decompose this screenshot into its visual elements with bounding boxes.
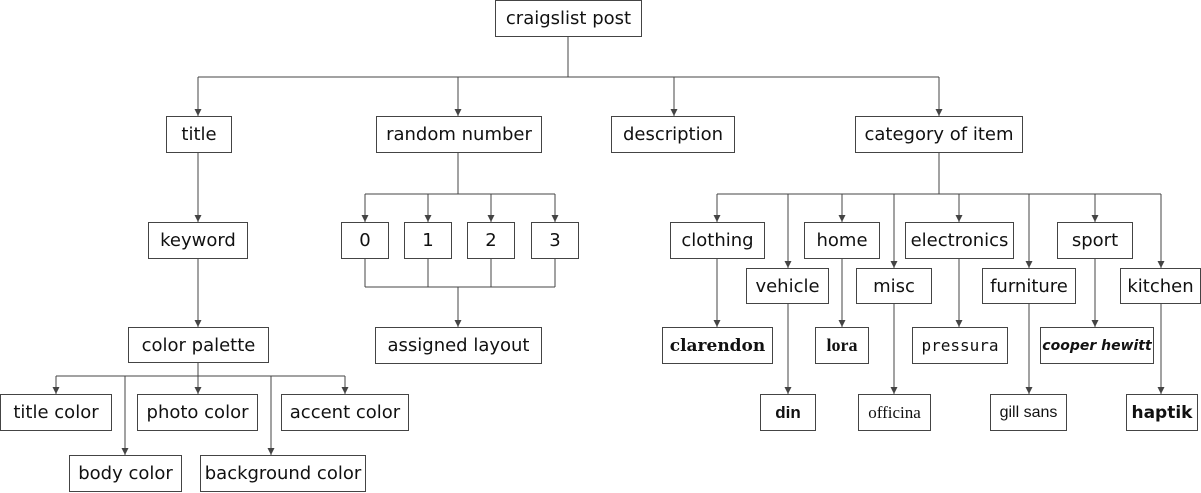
node-accent-color: accent color xyxy=(281,394,409,431)
node-label: gill sans xyxy=(999,403,1058,421)
node-label: 2 xyxy=(485,230,497,251)
node-label: craigslist post xyxy=(505,8,632,29)
edge-numbers-merge xyxy=(364,259,556,288)
node-font-haptik: haptik xyxy=(1126,394,1198,431)
node-label: pressura xyxy=(921,336,999,355)
node-label: vehicle xyxy=(755,275,820,297)
node-label: misc xyxy=(873,275,915,297)
node-label: assigned layout xyxy=(387,335,530,356)
node-number-3: 3 xyxy=(531,222,579,259)
node-kitchen: kitchen xyxy=(1120,268,1201,304)
node-craigslist-post: craigslist post xyxy=(495,0,642,37)
node-label: 1 xyxy=(422,230,434,251)
node-number-1: 1 xyxy=(404,222,452,259)
node-font-din: din xyxy=(760,394,816,431)
node-label: keyword xyxy=(160,230,236,251)
node-misc: misc xyxy=(856,268,932,304)
node-font-pressura: pressura xyxy=(912,327,1008,364)
node-background-color: background color xyxy=(200,455,366,492)
node-label: body color xyxy=(78,463,173,484)
node-font-lora: lora xyxy=(815,327,869,364)
node-number-0: 0 xyxy=(341,222,389,259)
node-photo-color: photo color xyxy=(137,394,258,431)
node-title: title xyxy=(166,116,232,153)
edge-category-bus xyxy=(717,153,1161,195)
node-clothing: clothing xyxy=(670,222,765,259)
node-label: 3 xyxy=(549,230,561,251)
node-category-of-item: category of item xyxy=(855,116,1023,153)
node-label: haptik xyxy=(1131,402,1193,423)
node-home: home xyxy=(804,222,880,259)
node-label: photo color xyxy=(146,402,249,423)
node-label: 0 xyxy=(359,230,371,251)
node-vehicle: vehicle xyxy=(746,268,829,304)
edge-palette-bus xyxy=(56,363,345,377)
node-label: clarendon xyxy=(669,335,766,356)
node-label: home xyxy=(816,230,868,251)
node-label: officina xyxy=(868,402,921,422)
node-description: description xyxy=(611,116,735,153)
node-label: cooper hewitt xyxy=(1042,337,1152,354)
node-color-palette: color palette xyxy=(128,327,269,363)
node-label: electronics xyxy=(910,230,1009,251)
node-label: random number xyxy=(386,124,532,145)
node-label: background color xyxy=(204,463,362,484)
node-electronics: electronics xyxy=(905,222,1014,259)
node-label: description xyxy=(622,124,724,145)
node-random-number: random number xyxy=(376,116,542,153)
node-font-gill-sans: gill sans xyxy=(990,394,1067,431)
edge-random-bus xyxy=(365,153,555,195)
node-label: title color xyxy=(13,402,99,423)
node-label: din xyxy=(775,402,801,422)
node-label: category of item xyxy=(864,124,1014,145)
node-label: furniture xyxy=(990,275,1068,297)
node-label: accent color xyxy=(289,402,401,423)
node-font-clarendon: clarendon xyxy=(662,327,773,364)
node-sport: sport xyxy=(1057,222,1133,259)
node-number-2: 2 xyxy=(467,222,515,259)
edge-root-bus xyxy=(198,36,939,78)
node-title-color: title color xyxy=(0,394,112,431)
node-label: color palette xyxy=(141,334,256,356)
node-label: clothing xyxy=(681,230,754,251)
node-label: kitchen xyxy=(1127,275,1194,297)
node-keyword: keyword xyxy=(148,222,248,259)
node-label: sport xyxy=(1071,230,1119,251)
node-assigned-layout: assigned layout xyxy=(375,327,542,364)
node-font-cooper-hewitt: cooper hewitt xyxy=(1040,327,1154,364)
node-font-officina: officina xyxy=(858,394,931,431)
node-body-color: body color xyxy=(69,455,182,492)
node-label: title xyxy=(181,124,217,145)
node-furniture: furniture xyxy=(982,268,1076,304)
node-label: lora xyxy=(826,335,858,355)
